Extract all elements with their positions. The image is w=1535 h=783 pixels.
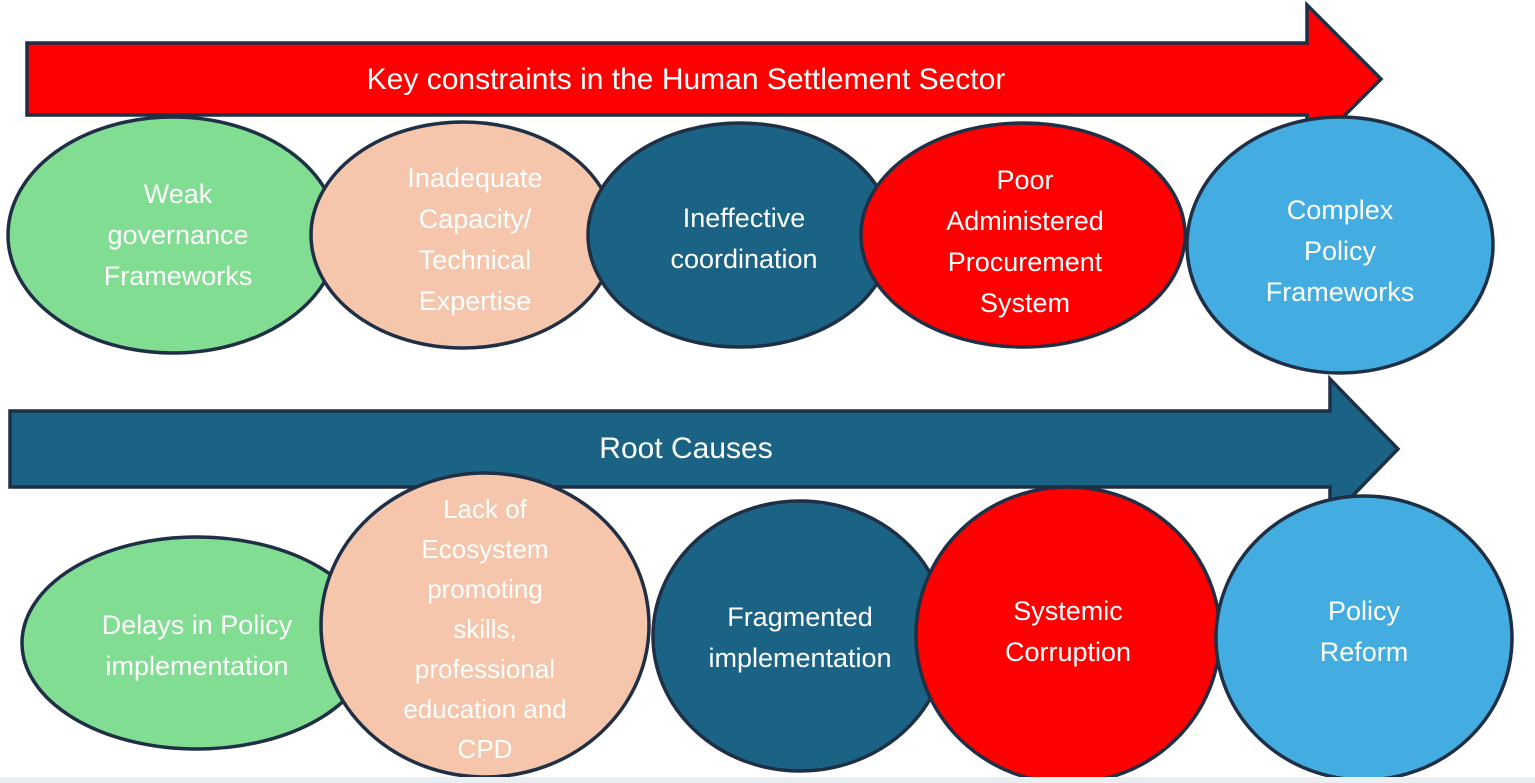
delays-in-policy-implementation-ellipse[interactable]	[20, 535, 374, 751]
inadequate-capacity-line-1: Inadequate	[407, 163, 542, 193]
constraints-row: Weak governance Frameworks Inadequate Ca…	[6, 115, 1495, 375]
weak-governance-frameworks-line-3: Frameworks	[104, 261, 253, 291]
root-causes-arrow-label: Root Causes	[599, 432, 772, 465]
node-systemic-corruption[interactable]: Systemic Corruption	[914, 485, 1222, 783]
poor-procurement-line-3: Procurement	[948, 247, 1103, 277]
lack-of-ecosystem-line-1: Lack of	[443, 494, 528, 524]
policy-reform-line-1: Policy	[1328, 596, 1401, 626]
band-root-causes: Root Causes	[8, 374, 1401, 524]
systemic-corruption-line-2: Corruption	[1005, 637, 1131, 667]
poor-procurement-line-1: Poor	[996, 165, 1053, 195]
ineffective-coordination-ellipse[interactable]	[586, 121, 894, 349]
inadequate-capacity-line-3: Technical	[419, 245, 532, 275]
policy-reform-line-2: Reform	[1320, 637, 1409, 667]
fragmented-implementation-ellipse[interactable]	[651, 499, 949, 773]
node-fragmented-implementation[interactable]: Fragmented implementation	[651, 499, 949, 773]
complex-policy-frameworks-line-3: Frameworks	[1266, 277, 1415, 307]
delays-policy-line-1: Delays in Policy	[102, 610, 293, 640]
node-weak-governance-frameworks[interactable]: Weak governance Frameworks	[6, 115, 340, 355]
node-policy-reform[interactable]: Policy Reform	[1214, 494, 1514, 782]
bottom-divider	[0, 777, 1535, 783]
poor-procurement-line-4: System	[980, 288, 1070, 318]
lack-of-ecosystem-line-7: CPD	[458, 734, 513, 764]
root-causes-row: Delays in Policy implementation Lack of …	[20, 471, 1514, 783]
complex-policy-frameworks-ellipse[interactable]	[1185, 115, 1495, 375]
node-inadequate-capacity[interactable]: Inadequate Capacity/ Technical Expertise	[309, 120, 617, 350]
root-causes-arrow-shape	[8, 374, 1401, 524]
node-lack-of-ecosystem[interactable]: Lack of Ecosystem promoting skills, prof…	[319, 471, 651, 779]
node-complex-policy-frameworks[interactable]: Complex Policy Frameworks	[1185, 115, 1495, 375]
fragmented-implementation-line-1: Fragmented	[727, 602, 873, 632]
key-constraints-arrow-label: Key constraints in the Human Settlement …	[367, 63, 1006, 96]
lack-of-ecosystem-line-4: skills,	[453, 614, 517, 644]
node-ineffective-coordination[interactable]: Ineffective coordination	[586, 121, 894, 349]
poor-procurement-line-2: Administered	[946, 206, 1104, 236]
fragmented-implementation-line-2: implementation	[708, 643, 891, 673]
poor-administered-procurement-system-ellipse[interactable]	[859, 121, 1187, 349]
complex-policy-frameworks-line-1: Complex	[1287, 195, 1394, 225]
systemic-corruption-line-1: Systemic	[1013, 596, 1123, 626]
complex-policy-frameworks-line-2: Policy	[1304, 236, 1377, 266]
lack-of-ecosystem-line-5: professional	[415, 654, 555, 684]
weak-governance-frameworks-line-1: Weak	[144, 179, 213, 209]
inadequate-capacity-line-4: Expertise	[419, 286, 532, 316]
lack-of-ecosystem-line-2: Ecosystem	[421, 534, 548, 564]
lack-of-ecosystem-line-6: education and	[403, 694, 566, 724]
delays-policy-line-2: implementation	[105, 651, 288, 681]
systemic-corruption-ellipse[interactable]	[914, 485, 1222, 783]
ineffective-coordination-line-1: Ineffective	[683, 203, 806, 233]
node-poor-administered-procurement-system[interactable]: Poor Administered Procurement System	[859, 121, 1187, 349]
inadequate-capacity-line-2: Capacity/	[419, 204, 532, 234]
lack-of-ecosystem-line-3: promoting	[427, 574, 543, 604]
weak-governance-frameworks-line-2: governance	[107, 220, 248, 250]
node-delays-in-policy-implementation[interactable]: Delays in Policy implementation	[20, 535, 374, 751]
ineffective-coordination-line-2: coordination	[670, 244, 817, 274]
